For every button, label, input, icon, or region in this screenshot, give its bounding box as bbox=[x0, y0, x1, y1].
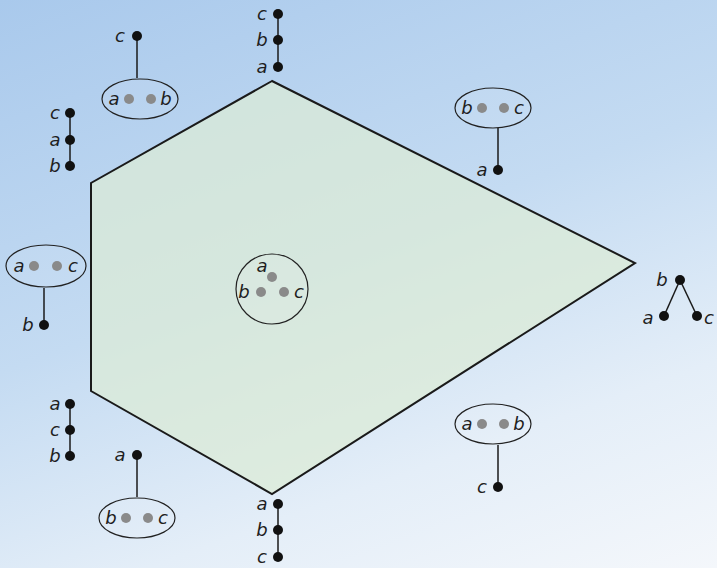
element-letter: b bbox=[461, 99, 472, 117]
element-label: c bbox=[257, 5, 267, 23]
element-letter: c bbox=[514, 99, 524, 117]
element-label: a bbox=[114, 446, 125, 464]
element-label: b bbox=[22, 316, 33, 334]
preorder-ellipse: ab bbox=[101, 78, 179, 120]
element-letter: a bbox=[461, 415, 472, 433]
polytope bbox=[91, 81, 635, 494]
element-letter: c bbox=[68, 257, 78, 275]
leader-lines bbox=[44, 14, 697, 557]
element-label: c bbox=[477, 478, 487, 496]
preorder-ellipse: bc bbox=[454, 87, 532, 129]
element-letter: b bbox=[238, 283, 249, 301]
preorder-ellipse: ac bbox=[5, 244, 87, 288]
element-label: b bbox=[49, 157, 60, 175]
element-label: b bbox=[656, 271, 667, 289]
element-label: c bbox=[704, 309, 714, 327]
element-letter: a bbox=[256, 257, 267, 275]
element-label: a bbox=[256, 58, 267, 76]
preorder-ellipse: ab bbox=[454, 403, 532, 445]
element-label: a bbox=[642, 309, 653, 327]
element-label: a bbox=[49, 131, 60, 149]
element-letter: b bbox=[105, 509, 116, 527]
element-label: c bbox=[50, 421, 60, 439]
element-label: b bbox=[49, 447, 60, 465]
element-label: a bbox=[49, 395, 60, 413]
element-letter: b bbox=[160, 90, 171, 108]
element-letter: c bbox=[294, 283, 304, 301]
element-letter: a bbox=[108, 90, 119, 108]
preorder-ellipse: ab c bbox=[235, 253, 309, 325]
order-dots bbox=[39, 9, 702, 562]
element-letter: c bbox=[158, 509, 168, 527]
element-letter: b bbox=[513, 415, 524, 433]
element-label: c bbox=[50, 104, 60, 122]
preorder-ellipse: bc bbox=[98, 497, 176, 539]
element-label: b bbox=[256, 31, 267, 49]
element-label: b bbox=[256, 521, 267, 539]
element-letter: a bbox=[13, 257, 24, 275]
element-label: a bbox=[476, 161, 487, 179]
element-label: c bbox=[257, 548, 267, 566]
element-label: c bbox=[115, 27, 125, 45]
element-label: a bbox=[256, 495, 267, 513]
